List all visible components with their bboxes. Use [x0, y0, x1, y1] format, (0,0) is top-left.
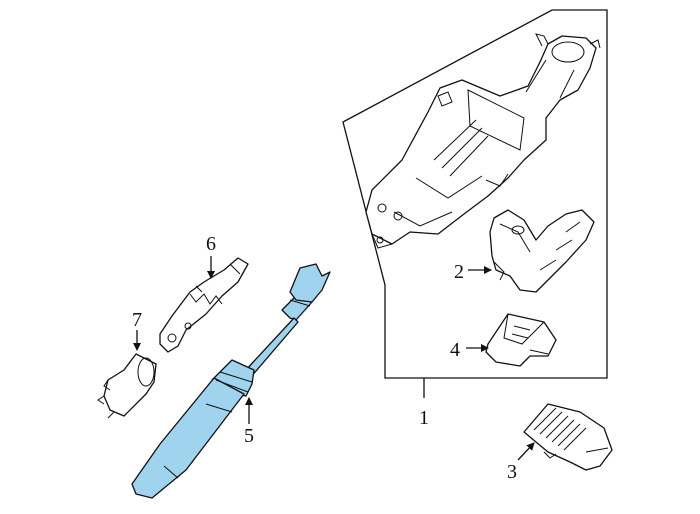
part-3-module	[523, 403, 613, 471]
callout-4: 4	[450, 339, 460, 361]
callout-6: 6	[206, 233, 216, 255]
part-6-joint	[159, 257, 249, 353]
callout-5: 5	[244, 425, 254, 447]
assembly-1-boundary	[342, 9, 608, 379]
callout-2: 2	[454, 261, 464, 283]
part-2-switch	[489, 209, 595, 293]
part-5-intermediate-shaft	[131, 263, 331, 499]
callout-7: 7	[132, 309, 142, 331]
callout-1: 1	[419, 407, 429, 429]
part-7-boot	[97, 353, 157, 419]
steering-column-assembly	[365, 33, 601, 249]
callout-3: 3	[507, 461, 517, 483]
callout-3-leader	[517, 442, 535, 461]
part-4-module	[485, 313, 557, 367]
